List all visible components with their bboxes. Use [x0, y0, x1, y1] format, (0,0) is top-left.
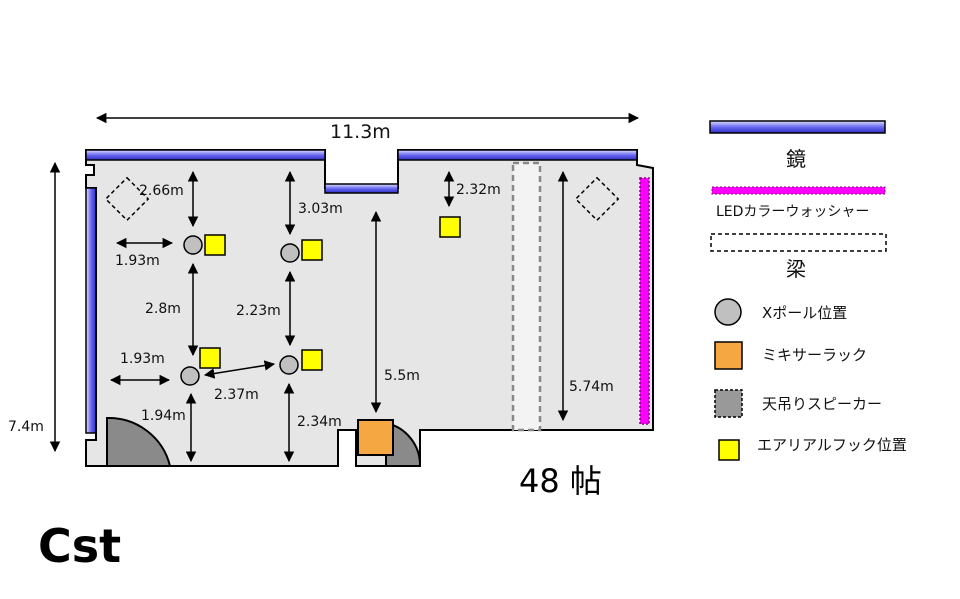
- dim-label: 2.66m: [139, 183, 184, 199]
- legend-mirror-swatch: [709, 120, 886, 134]
- led-washer-strip: [639, 177, 650, 425]
- dim-label: 2.37m: [214, 387, 259, 403]
- legend-pole-label: Xポール位置: [762, 304, 847, 322]
- dim-label: 5.74m: [569, 379, 614, 395]
- beam: [511, 161, 542, 432]
- legend-beam-swatch: [710, 233, 887, 252]
- legend-speaker-label: 天吊りスピーカー: [762, 395, 882, 413]
- dim-label: 2.32m: [456, 182, 501, 198]
- legend: 鏡 LEDカラーウォッシャー 梁 Xポール位置 ミキサーラック 天吊りスピーカー…: [709, 120, 907, 461]
- dim-label: 2.8m: [145, 301, 181, 317]
- dim-label: 1.93m: [120, 351, 165, 367]
- aerial-hook: [204, 234, 226, 256]
- dim-label: 2.34m: [297, 414, 342, 430]
- mirror-top-left: [85, 149, 326, 161]
- mixer-rack: [357, 419, 394, 456]
- x-pole: [183, 235, 203, 255]
- legend-pole-swatch: [714, 298, 742, 326]
- mirror-left: [85, 187, 97, 434]
- overall-height-label: 7.4m: [8, 419, 44, 435]
- legend-speaker-swatch: [714, 389, 743, 418]
- legend-beam-label: 梁: [786, 257, 806, 281]
- dim-label: 1.94m: [141, 408, 186, 424]
- aerial-hook: [199, 347, 221, 369]
- ceiling-speaker: [104, 176, 150, 222]
- dim-label: 3.03m: [298, 201, 343, 217]
- legend-hook-swatch: [718, 439, 740, 461]
- legend-led-swatch: [711, 186, 886, 195]
- dim-label: 1.93m: [115, 253, 160, 269]
- mirror-notch: [324, 183, 399, 194]
- dimension-arrows: [49, 112, 640, 463]
- legend-rack-label: ミキサーラック: [762, 346, 867, 364]
- area-label: 48 帖: [519, 462, 602, 500]
- legend-led-label: LEDカラーウォッシャー: [716, 204, 869, 220]
- dim-label: 5.5m: [384, 368, 420, 384]
- aerial-hook: [301, 349, 323, 371]
- x-pole: [180, 366, 200, 386]
- legend-hook-label: エアリアルフック位置: [757, 436, 907, 454]
- x-pole: [279, 355, 299, 375]
- room-name: Cst: [38, 519, 121, 573]
- mirror-top-right: [397, 149, 638, 161]
- legend-rack-swatch: [714, 341, 743, 370]
- door: [106, 416, 172, 467]
- x-pole: [280, 243, 300, 263]
- aerial-hook: [301, 239, 323, 261]
- overall-width-label: 11.3m: [330, 121, 391, 143]
- legend-mirror-label: 鏡: [786, 147, 806, 171]
- aerial-hook: [439, 216, 461, 238]
- dim-label: 2.23m: [236, 303, 281, 319]
